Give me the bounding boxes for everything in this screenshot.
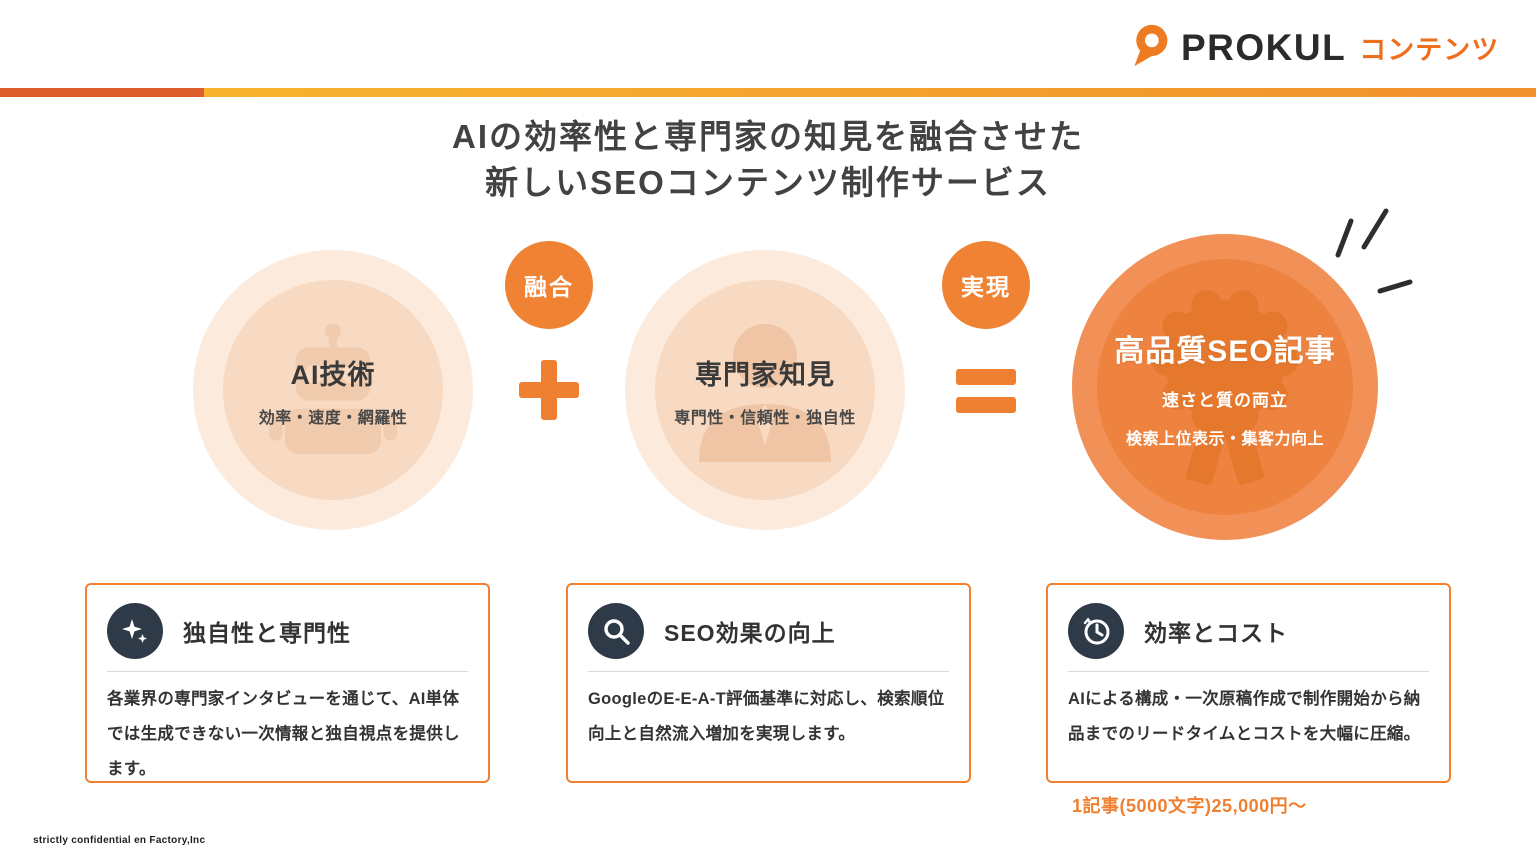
logo-suffix-text: コンテンツ [1359, 35, 1500, 65]
card-seo: SEO効果の向上 GoogleのE-E-A-T評価基準に対応し、検索順位向上と自… [566, 583, 971, 783]
card-efficiency-header: 効率とコスト [1068, 603, 1429, 659]
search-icon [588, 603, 644, 659]
page-title-line1: AIの効率性と専門家の知見を融合させた [452, 118, 1084, 155]
plus-bar-vertical [541, 360, 557, 420]
logo-brand-text: PROKUL [1181, 26, 1347, 68]
result-circle: 高品質SEO記事 速さと質の両立 検索上位表示・集客力向上 [1072, 234, 1378, 540]
card-efficiency: 効率とコスト AIによる構成・一次原稿作成で制作開始から納品までのリードタイムと… [1046, 583, 1451, 783]
expert-circle-title: 専門家知見 [695, 359, 835, 390]
ai-icon [193, 250, 473, 530]
result-circle-line2: 検索上位表示・集客力向上 [1125, 430, 1324, 448]
card-seo-title: SEO効果の向上 [664, 620, 836, 646]
expert-circle-inner [655, 280, 875, 500]
expert-circle-subtitle: 専門性・信頼性・独自性 [674, 409, 856, 427]
accent-bar-right [204, 88, 1536, 97]
page-title: AIの効率性と専門家の知見を融合させた 新しいSEOコンテンツ制作サービス [0, 114, 1536, 206]
ai-circle-text: AI技術 効率・速度・網羅性 [193, 250, 473, 530]
clock-icon [1068, 603, 1124, 659]
ai-circle-title: AI技術 [290, 359, 376, 390]
result-circle-inner [1097, 259, 1353, 515]
accent-bar-left [0, 88, 204, 97]
result-circle-line1: 速さと質の両立 [1162, 390, 1288, 410]
ribbon-icon [1072, 234, 1378, 540]
card-seo-body: GoogleのE-E-A-T評価基準に対応し、検索順位向上と自然流入増加を実現し… [588, 690, 945, 743]
plus-icon [519, 360, 579, 420]
result-circle-title: 高品質SEO記事 [1114, 334, 1336, 368]
price-note: 1記事(5000文字)25,000円〜 [1072, 796, 1307, 816]
ai-circle-subtitle: 効率・速度・網羅性 [258, 409, 408, 427]
card-uniqueness-body: 各業界の専門家インタビューを通じて、AI単体では生成できない一次情報と独自視点を… [107, 690, 460, 778]
card-uniqueness: 独自性と専門性 各業界の専門家インタビューを通じて、AI単体では生成できない一次… [85, 583, 490, 783]
card-efficiency-divider [1068, 671, 1429, 672]
card-uniqueness-header: 独自性と専門性 [107, 603, 468, 659]
expert-icon [625, 250, 905, 530]
equals-icon [956, 369, 1016, 413]
fusion-badge: 融合 [505, 241, 593, 329]
page-title-line2: 新しいSEOコンテンツ制作サービス [485, 164, 1051, 201]
emphasis-icon [1324, 205, 1424, 305]
result-circle-text: 高品質SEO記事 速さと質の両立 検索上位表示・集客力向上 [1072, 234, 1378, 540]
expert-circle: 専門家知見 専門性・信頼性・独自性 [625, 250, 905, 530]
logo-pin-icon [1128, 22, 1172, 73]
accent-bar [0, 88, 1536, 97]
result-badge: 実現 [942, 241, 1030, 329]
card-efficiency-title: 効率とコスト [1144, 620, 1288, 646]
equals-bar-top [956, 369, 1016, 385]
card-efficiency-body: AIによる構成・一次原稿作成で制作開始から納品までのリードタイムとコストを大幅に… [1068, 690, 1421, 743]
ai-circle: AI技術 効率・速度・網羅性 [193, 250, 473, 530]
confidential-note: strictly confidential en Factory,Inc [33, 835, 206, 846]
card-seo-header: SEO効果の向上 [588, 603, 949, 659]
card-uniqueness-divider [107, 671, 468, 672]
card-uniqueness-title: 独自性と専門性 [183, 620, 351, 646]
sparkle-icon [107, 603, 163, 659]
brand-logo: PROKUL コンテンツ [1128, 22, 1499, 73]
equals-bar-bottom [956, 397, 1016, 413]
card-seo-divider [588, 671, 949, 672]
expert-circle-text: 専門家知見 専門性・信頼性・独自性 [625, 250, 905, 530]
